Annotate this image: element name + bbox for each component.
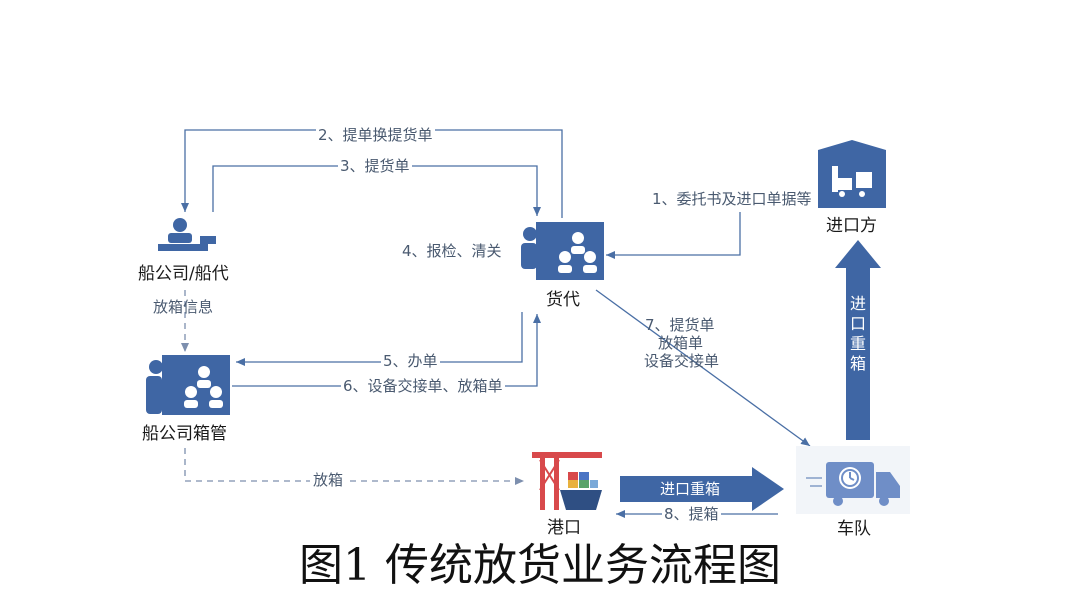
node-shipping-agent: 船公司/船代	[138, 264, 229, 284]
edge-label-release: 放箱	[310, 471, 347, 489]
edge-label-box-info: 放箱信息	[153, 298, 214, 316]
heavy-container-arrow	[620, 467, 784, 511]
team-icon	[521, 222, 604, 280]
node-port: 港口	[547, 518, 581, 538]
edge-label-1: 1、委托书及进口单据等	[652, 190, 812, 208]
edge-label-8: 8、提箱	[662, 505, 721, 523]
edge-label-7c: 设备交接单	[644, 352, 720, 370]
edge-label-6: 6、设备交接单、放箱单	[341, 377, 505, 395]
edge-5	[236, 312, 523, 366]
figure-caption: 图1 传统放货业务流程图	[299, 540, 781, 591]
node-importer: 进口方	[826, 216, 877, 236]
edge-label-3: 3、提货单	[338, 157, 412, 175]
edge-label-heavy: 进口重箱	[660, 480, 721, 498]
warehouse-icon	[818, 140, 886, 208]
edge-7	[595, 289, 811, 447]
edge-label-5: 5、办单	[381, 352, 440, 370]
node-container-depot: 船公司箱管	[142, 424, 227, 444]
edge-label-2: 2、提单换提货单	[316, 126, 435, 144]
port-crane-icon	[532, 452, 602, 510]
edge-label-up: 进口重箱	[849, 294, 866, 373]
clerk-icon	[158, 218, 216, 251]
node-fleet: 车队	[837, 519, 871, 539]
edge-1	[606, 212, 741, 259]
truck-icon	[796, 446, 910, 514]
node-forwarder: 货代	[546, 290, 580, 310]
upward-arrow	[835, 240, 881, 440]
edge-6	[232, 314, 541, 387]
team-icon	[146, 355, 230, 415]
edge-label-7b: 放箱单	[658, 334, 704, 352]
edge-label-7a: 7、提货单	[645, 316, 715, 334]
edge-label-4: 4、报检、清关	[402, 242, 502, 260]
edge-release	[184, 448, 524, 485]
